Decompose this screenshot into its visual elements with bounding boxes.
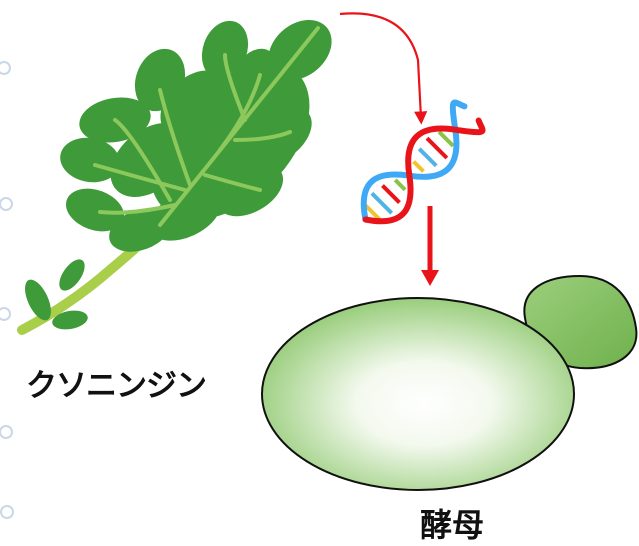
dna-helix-icon [350,98,488,236]
edge-dot [0,198,12,210]
edge-dot [1,506,13,518]
edge-dot [0,308,10,320]
leaf-icon [20,8,344,332]
arrow-dna-to-yeast-head [421,270,439,286]
leaf-body [57,8,344,260]
edge-decorations [0,62,13,518]
yeast-body [262,298,574,490]
yeast-label: 酵母 [420,500,484,546]
arrow-plant-to-dna [340,13,421,118]
edge-dot [0,426,12,438]
plant-label: クソニンジン [26,360,206,405]
edge-dot [0,62,10,74]
yeast-cell-icon [262,276,636,490]
